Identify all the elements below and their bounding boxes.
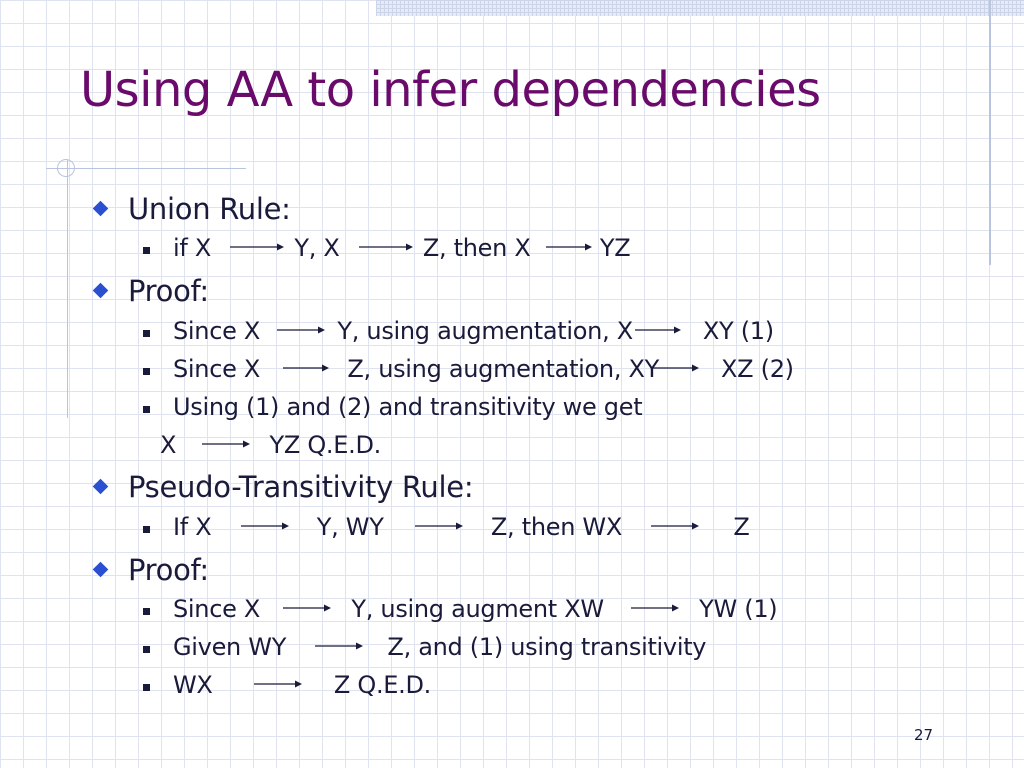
right-arrow-icon xyxy=(358,243,413,251)
black-square-icon xyxy=(143,646,150,653)
proof2-step1: Since X Y, using augment XW YW (1) xyxy=(173,595,778,623)
right-arrow-icon xyxy=(634,326,681,334)
text-segment: Y, X xyxy=(294,234,340,262)
page-number: 27 xyxy=(914,726,934,744)
text-segment: Z, and (1) using transitivity xyxy=(387,633,707,661)
text-segment: Z, then X xyxy=(422,234,531,262)
right-arrow-icon xyxy=(240,522,289,530)
right-arrow-icon xyxy=(277,326,326,334)
text-segment: X xyxy=(160,431,177,459)
right-arrow-icon xyxy=(414,522,463,530)
text-segment: YW (1) xyxy=(699,595,778,623)
right-arrow-icon xyxy=(230,243,285,251)
right-arrow-icon xyxy=(253,680,302,688)
right-arrow-icon xyxy=(283,364,330,372)
blue-diamond-icon xyxy=(92,200,109,217)
left-vertical-rule xyxy=(67,160,68,418)
text-segment: Z Q.E.D. xyxy=(333,671,432,699)
proof2-step2: Given WY Z, and (1) using transitivity xyxy=(173,633,707,661)
blue-diamond-icon xyxy=(92,282,109,299)
text-segment: Given WY xyxy=(173,633,287,661)
right-arrow-icon xyxy=(653,364,700,372)
text-segment: Z, using augmentation, XY xyxy=(347,355,660,383)
black-square-icon xyxy=(143,526,150,533)
black-square-icon xyxy=(143,684,150,691)
black-square-icon xyxy=(143,406,150,413)
union-rule-statement: if X Y, X Z, then X YZ xyxy=(173,234,631,262)
right-arrow-icon xyxy=(201,440,250,448)
proof1-step2: Since X Z, using augmentation, XY XZ (2) xyxy=(173,355,794,383)
union-rule-heading: Union Rule: xyxy=(128,192,291,226)
text-segment: Z, then WX xyxy=(490,513,623,541)
right-arrow-icon xyxy=(651,522,700,530)
right-arrow-icon xyxy=(283,604,332,612)
blue-diamond-icon xyxy=(92,478,109,495)
text-segment: WX xyxy=(173,671,213,699)
corner-decoration-band xyxy=(376,0,1024,16)
text-segment: Since X xyxy=(173,355,261,383)
text-segment: XZ (2) xyxy=(721,355,794,383)
proof1-step3: Using (1) and (2) and transitivity we ge… xyxy=(173,393,643,421)
text-segment: Y, WY xyxy=(316,513,384,541)
text-segment: Since X xyxy=(173,595,261,623)
text-segment: Y, using augmentation, X xyxy=(337,317,633,345)
text-segment: Z xyxy=(733,513,750,541)
black-square-icon xyxy=(143,608,150,615)
proof1-step3-continuation: X YZ Q.E.D. xyxy=(160,431,381,459)
black-square-icon xyxy=(143,330,150,337)
proof-heading: Proof: xyxy=(128,553,209,587)
text-segment: XY (1) xyxy=(702,317,774,345)
text-segment: YZ Q.E.D. xyxy=(269,431,382,459)
pseudo-rule-statement: If X Y, WY Z, then WX Z xyxy=(173,513,750,541)
black-square-icon xyxy=(143,368,150,375)
text-segment: Since X xyxy=(173,317,261,345)
blue-diamond-icon xyxy=(92,561,109,578)
slide-title: Using AA to infer dependencies xyxy=(80,62,821,118)
proof-heading: Proof: xyxy=(128,274,209,308)
right-arrow-icon xyxy=(545,243,592,251)
text-segment: If X xyxy=(173,513,212,541)
right-arrow-icon xyxy=(315,642,364,650)
black-square-icon xyxy=(143,247,150,254)
text-segment: if X xyxy=(173,234,211,262)
text-segment: Y, using augment XW xyxy=(351,595,604,623)
pseudo-transitivity-heading: Pseudo-Transitivity Rule: xyxy=(128,470,474,504)
right-arrow-icon xyxy=(631,604,680,612)
circle-decoration xyxy=(57,159,75,177)
text-segment: YZ xyxy=(599,234,631,262)
right-vertical-rule xyxy=(989,0,991,265)
proof1-step1: Since X Y, using augmentation, X XY (1) xyxy=(173,317,774,345)
proof2-step3: WX Z Q.E.D. xyxy=(173,671,431,699)
title-underline-rule xyxy=(46,168,246,169)
